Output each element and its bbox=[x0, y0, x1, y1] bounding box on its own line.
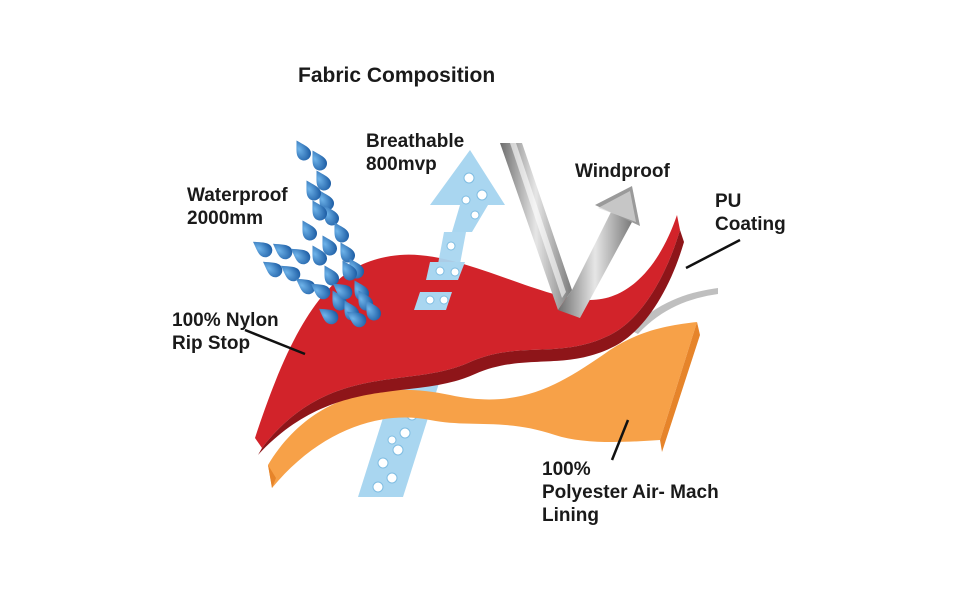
water-drop-icon bbox=[318, 308, 339, 325]
water-drop-icon bbox=[312, 200, 327, 221]
water-drop-icon bbox=[306, 180, 321, 201]
water-drop-icon bbox=[340, 242, 355, 263]
pu-coating-layer bbox=[630, 288, 718, 334]
water-drop-icon bbox=[296, 140, 311, 161]
waterproof-label: Waterproof 2000mm bbox=[187, 185, 288, 229]
water-drop-icon bbox=[252, 241, 273, 258]
water-drop-icon bbox=[366, 300, 381, 321]
water-drop-icon bbox=[334, 222, 349, 243]
water-drop-icon bbox=[312, 150, 327, 171]
windproof-arrows bbox=[500, 143, 640, 318]
water-drop-icon bbox=[312, 245, 327, 266]
diagram-title: Fabric Composition bbox=[298, 64, 496, 87]
waterproof-drops bbox=[252, 140, 381, 328]
water-drop-icon bbox=[272, 243, 293, 260]
water-drop-icon bbox=[316, 170, 331, 191]
water-drop-icon bbox=[290, 248, 311, 265]
leader-lines bbox=[244, 238, 741, 461]
lining-layer bbox=[268, 322, 700, 488]
breathable-arrow-upper bbox=[414, 150, 505, 310]
breathable-label: Breathable 800mvp bbox=[366, 131, 465, 175]
water-drop-icon bbox=[332, 290, 347, 311]
nylon-label: 100% Nylon Rip Stop bbox=[172, 310, 279, 354]
water-drop-icon bbox=[332, 283, 353, 300]
lining-label: 100% Polyester Air- Mach Lining bbox=[542, 459, 719, 526]
water-drop-icon bbox=[324, 205, 339, 226]
water-drop-icon bbox=[262, 261, 283, 278]
windproof-label: Windproof bbox=[575, 161, 670, 182]
water-drop-icon bbox=[302, 220, 317, 241]
water-drop-icon bbox=[295, 278, 316, 295]
pu-coating-label: PU Coating bbox=[715, 191, 786, 235]
water-drop-icon bbox=[346, 311, 367, 328]
water-drop-icon bbox=[322, 235, 337, 256]
water-drop-icon bbox=[342, 260, 357, 281]
water-drop-icon bbox=[310, 283, 331, 300]
water-drop-icon bbox=[280, 265, 301, 282]
water-drop-icon bbox=[319, 190, 334, 211]
water-drop-icon bbox=[324, 265, 339, 286]
